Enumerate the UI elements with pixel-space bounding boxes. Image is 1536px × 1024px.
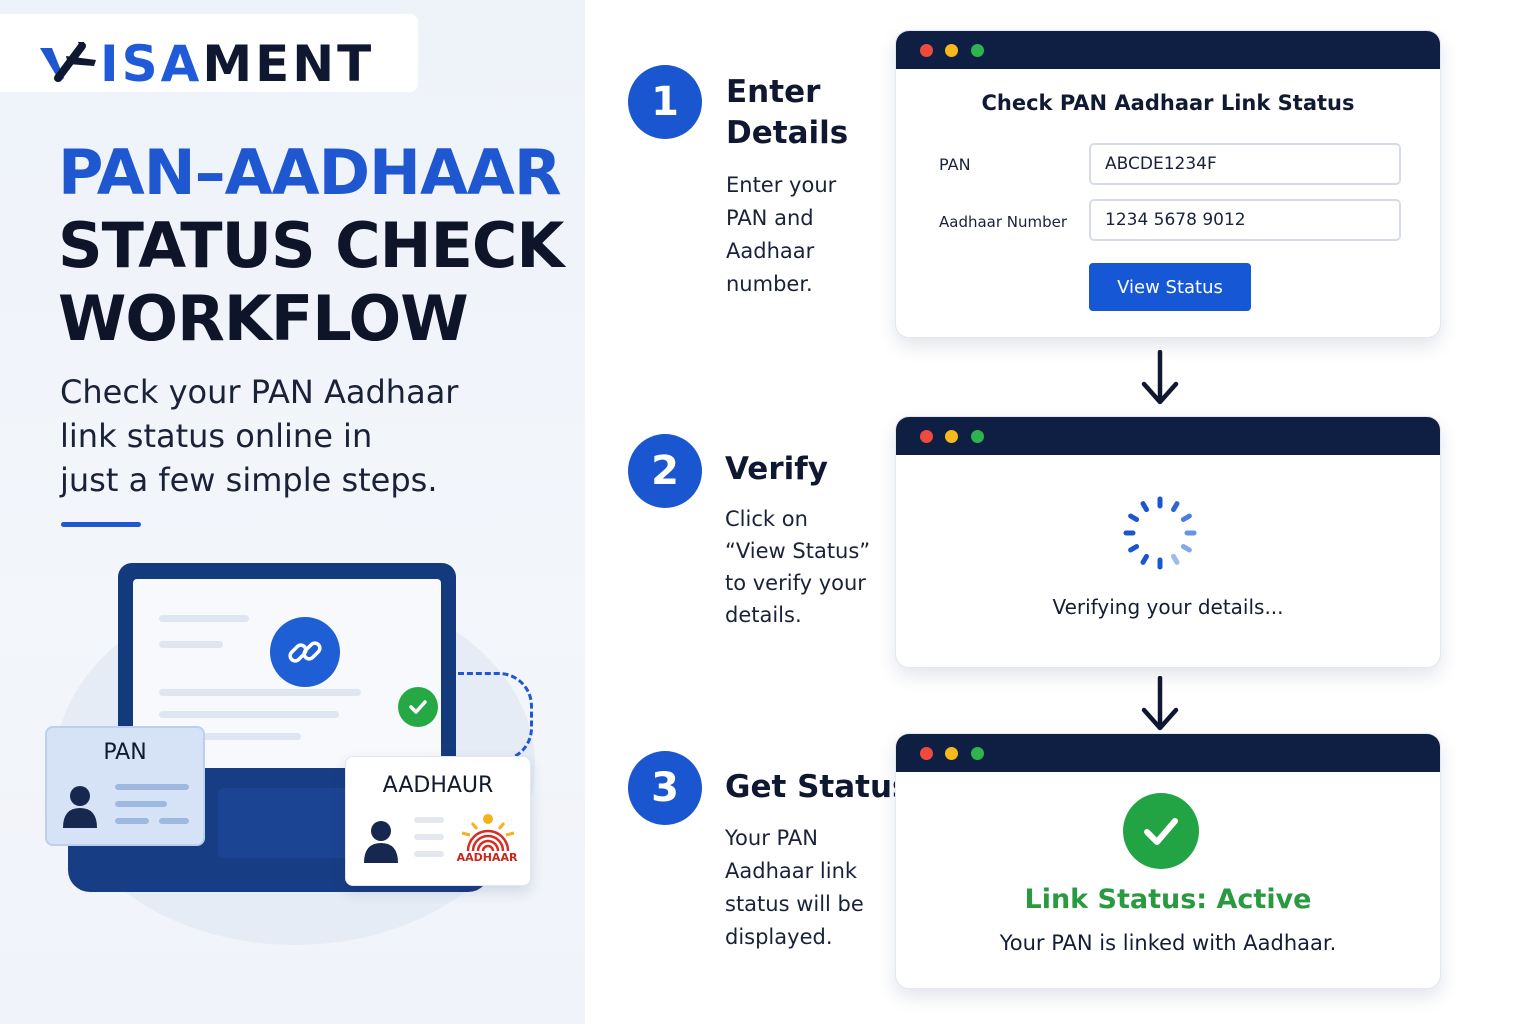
result-window: Link Status: Active Your PAN is linked w… bbox=[895, 733, 1441, 989]
step-1-desc-line-4: number. bbox=[726, 272, 813, 296]
accent-divider bbox=[61, 522, 141, 527]
card-line bbox=[115, 801, 167, 807]
step-2-title: Verify bbox=[725, 451, 828, 487]
aadhaar-card: AADHAUR AADHAAR bbox=[345, 756, 531, 886]
step-1-badge: 1 bbox=[628, 65, 702, 139]
card-line bbox=[115, 784, 189, 790]
logo-text-b: MENT bbox=[202, 35, 375, 93]
step-1-title-line-2: Details bbox=[726, 115, 849, 151]
arrow-down-icon bbox=[1141, 350, 1179, 405]
success-check-icon bbox=[1123, 793, 1199, 869]
step-1-description: Enter your PAN and Aadhaar number. bbox=[726, 169, 836, 301]
step-2-desc-line-2: “View Status” bbox=[725, 539, 871, 563]
person-icon bbox=[364, 821, 398, 863]
minimize-dot-icon bbox=[945, 44, 958, 57]
step-2-desc-line-3: to verify your bbox=[725, 571, 866, 595]
check-icon bbox=[398, 687, 438, 727]
subtitle: Check your PAN Aadhaar link status onlin… bbox=[60, 370, 480, 502]
window-titlebar bbox=[896, 31, 1440, 69]
card-line bbox=[115, 818, 149, 824]
step-2-desc-line-4: details. bbox=[725, 603, 802, 627]
left-panel: ISAMENT PAN–AADHAAR STATUS CHECK WORKFLO… bbox=[0, 0, 585, 1024]
maximize-dot-icon bbox=[971, 747, 984, 760]
step-3-desc-line-3: status will be bbox=[725, 892, 864, 916]
step-3-description: Your PAN Aadhaar link status will be dis… bbox=[725, 822, 864, 954]
fingerprint-icon bbox=[461, 814, 515, 852]
aadhaar-input[interactable]: 1234 5678 9012 bbox=[1089, 199, 1401, 241]
view-status-button[interactable]: View Status bbox=[1089, 263, 1251, 311]
subtitle-line-3: just a few simple steps. bbox=[60, 461, 438, 499]
step-3-desc-line-1: Your PAN bbox=[725, 826, 818, 850]
step-3-desc-line-2: Aadhaar link bbox=[725, 859, 858, 883]
plane-logo-icon bbox=[40, 42, 96, 82]
pan-card-label: PAN bbox=[103, 740, 147, 765]
step-3-desc-line-4: displayed. bbox=[725, 925, 833, 949]
step-2-badge: 2 bbox=[628, 434, 702, 508]
maximize-dot-icon bbox=[971, 44, 984, 57]
minimize-dot-icon bbox=[945, 430, 958, 443]
laptop-screen bbox=[118, 563, 456, 787]
close-dot-icon bbox=[920, 747, 933, 760]
subtitle-line-2: link status online in bbox=[60, 417, 373, 455]
link-status-message: Your PAN is linked with Aadhaar. bbox=[999, 931, 1337, 955]
logo-text: ISAMENT bbox=[100, 36, 374, 92]
card-line bbox=[414, 834, 444, 840]
minimize-dot-icon bbox=[945, 747, 958, 760]
laptop-display bbox=[133, 579, 441, 787]
aadhaar-label: Aadhaar Number bbox=[939, 213, 1068, 231]
arrow-down-icon bbox=[1141, 676, 1179, 731]
placeholder-line bbox=[159, 711, 339, 718]
close-dot-icon bbox=[920, 44, 933, 57]
placeholder-line bbox=[203, 733, 301, 740]
step-3-badge: 3 bbox=[628, 751, 702, 825]
pan-input[interactable]: ABCDE1234F bbox=[1089, 143, 1401, 185]
loading-spinner-icon bbox=[1123, 496, 1197, 570]
title-line-2: STATUS CHECK bbox=[58, 209, 564, 282]
placeholder-line bbox=[159, 689, 361, 696]
link-icon bbox=[270, 617, 340, 687]
step-3-title: Get Status bbox=[725, 769, 911, 805]
step-1-desc-line-2: PAN and bbox=[726, 206, 814, 230]
step-1-desc-line-1: Enter your bbox=[726, 173, 837, 197]
verifying-message: Verifying your details... bbox=[1052, 595, 1284, 619]
step-1-title: Enter Details bbox=[726, 72, 848, 154]
verify-window: Verifying your details... bbox=[895, 416, 1441, 668]
title-line-3: WORKFLOW bbox=[58, 282, 469, 355]
form-title: Check PAN Aadhaar Link Status bbox=[981, 91, 1355, 115]
pan-card: PAN bbox=[45, 726, 205, 846]
aadhaar-logo-label: AADHAAR bbox=[456, 851, 518, 864]
page-title: PAN–AADHAAR STATUS CHECK WORKFLOW bbox=[58, 136, 578, 355]
dashed-connector bbox=[458, 672, 533, 762]
title-line-1: PAN–AADHAAR bbox=[58, 136, 562, 209]
card-line bbox=[159, 818, 189, 824]
window-titlebar bbox=[896, 417, 1440, 455]
step-1-desc-line-3: Aadhaar bbox=[726, 239, 815, 263]
aadhaar-card-label: AADHAUR bbox=[382, 773, 494, 798]
close-dot-icon bbox=[920, 430, 933, 443]
step-1-title-line-1: Enter bbox=[726, 74, 821, 110]
card-line bbox=[414, 817, 444, 823]
step-2-desc-line-1: Click on bbox=[725, 507, 808, 531]
placeholder-line bbox=[159, 615, 249, 622]
pan-label: PAN bbox=[939, 155, 971, 174]
link-status-text: Link Status: Active bbox=[1024, 884, 1312, 915]
maximize-dot-icon bbox=[971, 430, 984, 443]
card-line bbox=[414, 851, 444, 857]
person-icon bbox=[63, 786, 97, 828]
logo-text-a: ISA bbox=[100, 35, 203, 93]
subtitle-line-1: Check your PAN Aadhaar bbox=[60, 373, 459, 411]
placeholder-line bbox=[159, 641, 223, 648]
logo[interactable]: ISAMENT bbox=[0, 14, 418, 92]
form-window: Check PAN Aadhaar Link Status PAN ABCDE1… bbox=[895, 30, 1441, 338]
window-titlebar bbox=[896, 734, 1440, 772]
step-2-description: Click on “View Status” to verify your de… bbox=[725, 503, 870, 631]
